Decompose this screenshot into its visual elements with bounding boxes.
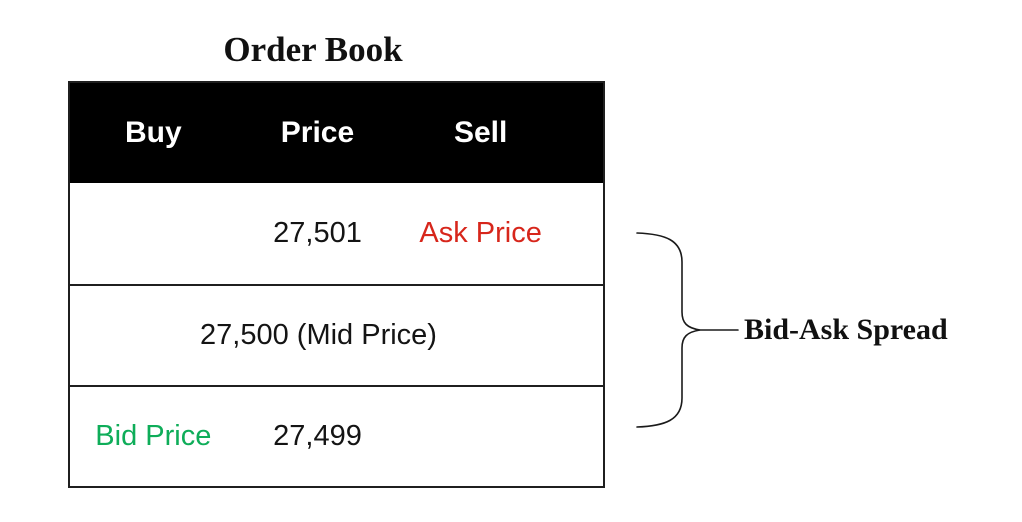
bid-price-label: Bid Price [95, 420, 212, 452]
figure-title: Order Book [223, 30, 403, 69]
ask-row-buy-cell [70, 183, 237, 284]
order-book-table: Buy Price Sell 27,501 Ask Price 27,500 (… [68, 81, 605, 488]
bid-ask-spread-label: Bid-Ask Spread [744, 313, 948, 346]
mid-price-row: 27,500 (Mid Price) [70, 284, 603, 385]
ask-price-value: 27,501 [273, 217, 362, 249]
ask-row: 27,501 Ask Price [70, 183, 603, 284]
header-buy: Buy [124, 116, 182, 149]
curly-brace-icon [636, 232, 739, 428]
ask-price-label: Ask Price [419, 217, 542, 249]
bid-row-sell-cell [398, 387, 603, 486]
bid-price-value: 27,499 [273, 420, 362, 452]
mid-price-value: 27,500 (Mid Price) [200, 319, 437, 351]
bid-row: Bid Price 27,499 [70, 385, 603, 486]
header-price: Price [280, 116, 355, 149]
header-sell: Sell [453, 116, 508, 149]
table-header-row: Buy Price Sell [70, 83, 603, 183]
